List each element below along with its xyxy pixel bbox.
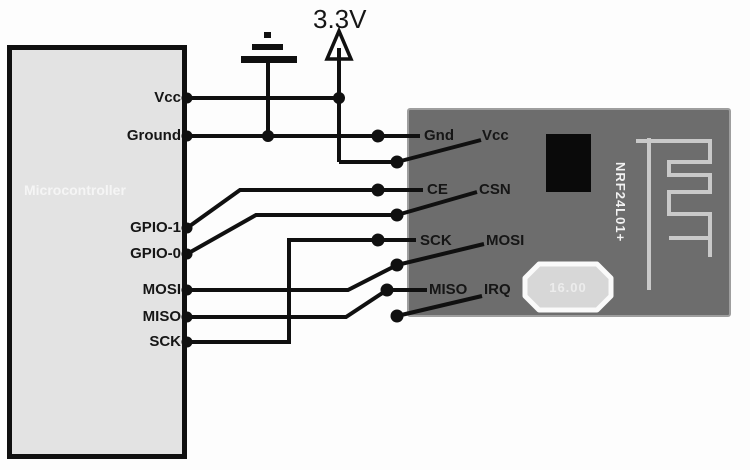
microcontroller-block (7, 45, 187, 459)
junction-dot (390, 155, 404, 169)
mcu-pin-label-gpio1: GPIO-1 (130, 219, 181, 236)
mcu-pin-label-mosi: MOSI (142, 281, 181, 298)
mcu-pin-label-ground: Ground (126, 127, 181, 144)
junction-dot (333, 92, 345, 104)
module-pin-label-gnd: Gnd (424, 127, 454, 144)
module-name-label: NRF24L01+ (613, 162, 628, 243)
mcu-pin-label-vcc: Vcc (154, 89, 181, 106)
wire-miso (187, 288, 427, 319)
power-arrow-icon (324, 26, 354, 162)
mcu-pin-label-miso: MISO (142, 308, 181, 325)
wire-sck (187, 238, 416, 344)
junction-dot (371, 129, 385, 143)
crystal-value-label: 16.00 (549, 280, 587, 295)
module-pin-label-sck: SCK (420, 232, 452, 249)
mcu-pin-label-gpio0: GPIO-0 (130, 245, 181, 262)
microcontroller-label: Microcontroller (24, 182, 126, 198)
module-pin-label-mosi: MOSI (486, 232, 525, 249)
module-pin-label-irq: IRQ (484, 281, 511, 298)
junction-dot (262, 130, 274, 142)
junction-dot (371, 233, 385, 247)
module-pin-label-vcc: Vcc (482, 127, 509, 144)
junction-dot (390, 258, 404, 272)
wire-gpio1-ce (185, 188, 423, 230)
power-rail-label: 3.3V (313, 4, 367, 34)
ground-icon (241, 32, 297, 136)
module-pin-label-ce: CE (427, 181, 448, 198)
junction-dot (371, 183, 385, 197)
wire-gpio0-csn (186, 213, 397, 256)
module-pin-label-csn: CSN (479, 181, 511, 198)
junction-dots (181, 92, 404, 348)
junction-dot (390, 208, 404, 222)
module-pin-label-miso: MISO (429, 281, 468, 298)
junction-dot (390, 309, 404, 323)
wire-mosi (187, 263, 398, 292)
junction-dot (380, 283, 394, 297)
mcu-pin-label-sck: SCK (149, 333, 181, 350)
